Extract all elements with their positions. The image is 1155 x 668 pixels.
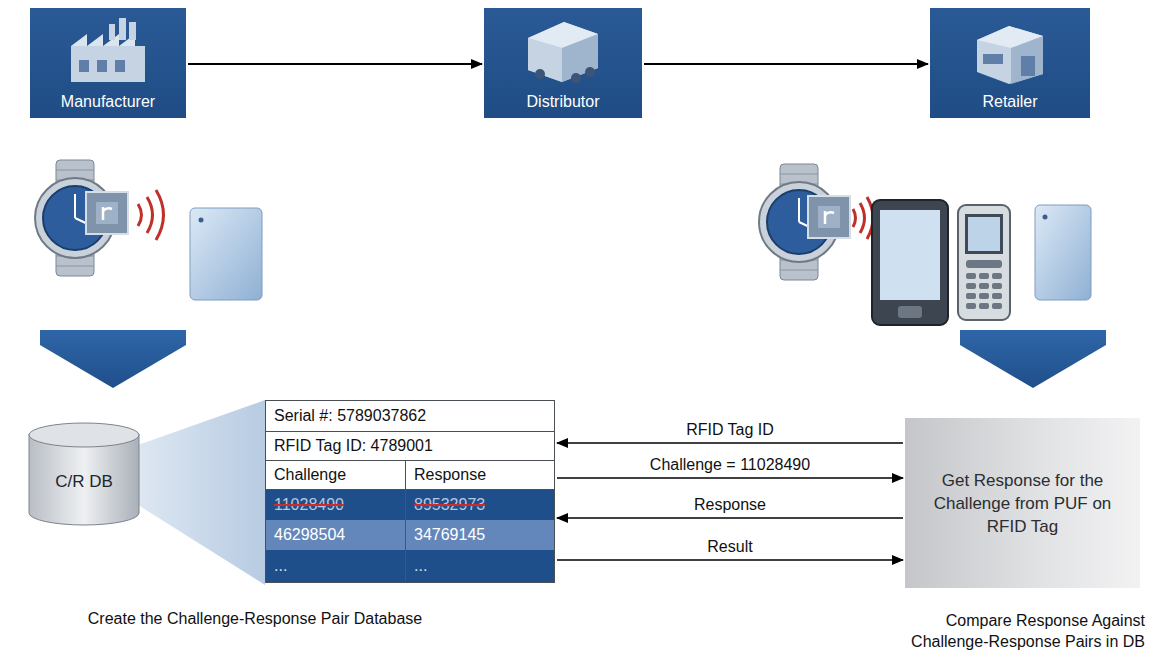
down-arrow xyxy=(960,330,1106,388)
watch-illustration xyxy=(759,164,839,280)
rfid-reader xyxy=(190,208,262,300)
table-row: Serial #: 5789037862 xyxy=(266,401,554,432)
data-table: Serial #: 5789037862RFID Tag ID: 4789001… xyxy=(265,400,555,583)
zoom-callout xyxy=(138,400,265,585)
stage-box: Retailer xyxy=(930,8,1090,118)
connector-arrow xyxy=(557,559,903,561)
watch-illustration xyxy=(35,160,115,276)
down-arrow xyxy=(40,330,186,388)
stage-label: Retailer xyxy=(930,93,1090,111)
rfid-tag xyxy=(86,192,128,234)
stage-label: Manufacturer xyxy=(30,93,186,111)
radio-waves xyxy=(138,190,164,240)
cylinder-top xyxy=(29,423,139,447)
table-row: 4629850434769145 xyxy=(266,520,554,550)
table-cell: 11028490 xyxy=(266,490,406,520)
pda-device xyxy=(872,200,948,325)
table-cell: Challenge xyxy=(266,461,406,489)
radio-waves xyxy=(853,197,873,239)
process-box: Get Response for the Challenge from PUF … xyxy=(905,418,1140,588)
table-cell: 89532973 xyxy=(406,490,554,520)
table-cell: Serial #: 5789037862 xyxy=(266,401,554,431)
connector-arrow xyxy=(557,477,903,479)
caption-text: Compare Response Against Challenge-Respo… xyxy=(870,610,1145,652)
edge-label: Challenge = 11028490 xyxy=(647,456,813,474)
mobile-phone xyxy=(958,205,1010,320)
cylinder-body xyxy=(29,434,139,525)
connector-arrow xyxy=(188,63,482,65)
store-icon xyxy=(965,16,1055,86)
edge-label: Result xyxy=(704,538,755,556)
rfid-reader xyxy=(1035,205,1091,300)
database-label: C/R DB xyxy=(55,472,113,492)
table-row: ...... xyxy=(266,550,554,582)
stage-box: Distributor xyxy=(484,8,642,118)
connector-arrow xyxy=(557,442,903,444)
rfid-tag xyxy=(808,196,850,238)
process-label: Get Response for the Challenge from PUF … xyxy=(923,469,1122,538)
table-cell: Response xyxy=(406,461,554,489)
stage-box: Manufacturer xyxy=(30,8,186,118)
table-row: RFID Tag ID: 4789001 xyxy=(266,432,554,461)
table-row: ChallengeResponse xyxy=(266,461,554,490)
edge-label: Response xyxy=(691,496,769,514)
table-cell: ... xyxy=(266,550,406,582)
table-cell: RFID Tag ID: 4789001 xyxy=(266,432,554,460)
database-cylinder: C/R DB xyxy=(28,422,140,526)
table-row: 1102849089532973 xyxy=(266,490,554,520)
stage-label: Distributor xyxy=(484,93,642,111)
table-cell: ... xyxy=(406,550,554,582)
truck-icon xyxy=(518,16,608,86)
caption-text: Create the Challenge-Response Pair Datab… xyxy=(40,608,470,629)
table-cell: 34769145 xyxy=(406,520,554,550)
connector-arrow xyxy=(557,517,903,519)
edge-label: RFID Tag ID xyxy=(683,421,777,439)
factory-icon xyxy=(63,16,153,86)
table-cell: 46298504 xyxy=(266,520,406,550)
connector-arrow xyxy=(644,63,928,65)
